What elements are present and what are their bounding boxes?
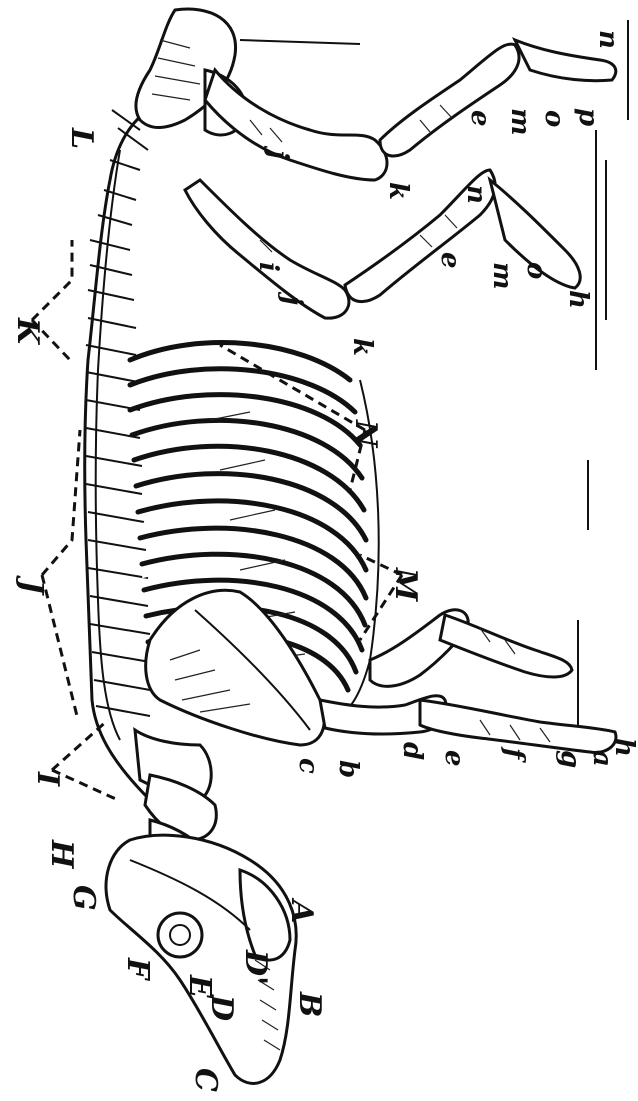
tail-line: [240, 40, 360, 44]
label-p: p: [573, 108, 603, 126]
label-c: c: [293, 758, 323, 774]
leader-K: [32, 240, 72, 320]
label-N: N: [348, 419, 383, 449]
label-L: L: [64, 127, 99, 149]
label-k-far: k: [383, 182, 413, 200]
label-h-near: h: [563, 290, 593, 309]
label-n-near: n: [461, 185, 491, 204]
label-M: M: [388, 567, 423, 602]
ground-lines: [578, 20, 628, 740]
label-o-far: o: [539, 110, 569, 127]
label-D: D: [204, 994, 239, 1021]
label-e-far: e: [465, 110, 495, 127]
label-e-near: e: [435, 252, 465, 269]
label-k-near: k: [347, 338, 377, 356]
label-o-near: o: [521, 262, 551, 279]
leader-J-2: [42, 575, 78, 720]
label-h-fore: h: [609, 738, 638, 757]
leader-I: [52, 720, 108, 770]
label-H: H: [44, 839, 79, 870]
label-B: B: [292, 991, 327, 1017]
label-m-near: m: [487, 262, 517, 290]
label-A: A: [284, 897, 319, 923]
label-e-fore: e: [439, 750, 469, 767]
label-d: d: [397, 742, 427, 760]
label-G: G: [66, 885, 101, 911]
label-m-far: m: [505, 108, 535, 136]
label-g: g: [555, 750, 585, 768]
leader-J: [42, 430, 80, 575]
eye-socket: [158, 913, 202, 957]
label-K: K: [10, 317, 45, 346]
label-I: I: [30, 771, 65, 787]
label-D-prime: D': [238, 949, 273, 985]
label-b: b: [333, 760, 363, 778]
label-n-far: n: [593, 30, 623, 49]
label-i: i: [253, 262, 283, 272]
label-f-fore: f: [499, 746, 529, 763]
label-C: C: [188, 1068, 223, 1092]
label-F: F: [120, 957, 155, 982]
